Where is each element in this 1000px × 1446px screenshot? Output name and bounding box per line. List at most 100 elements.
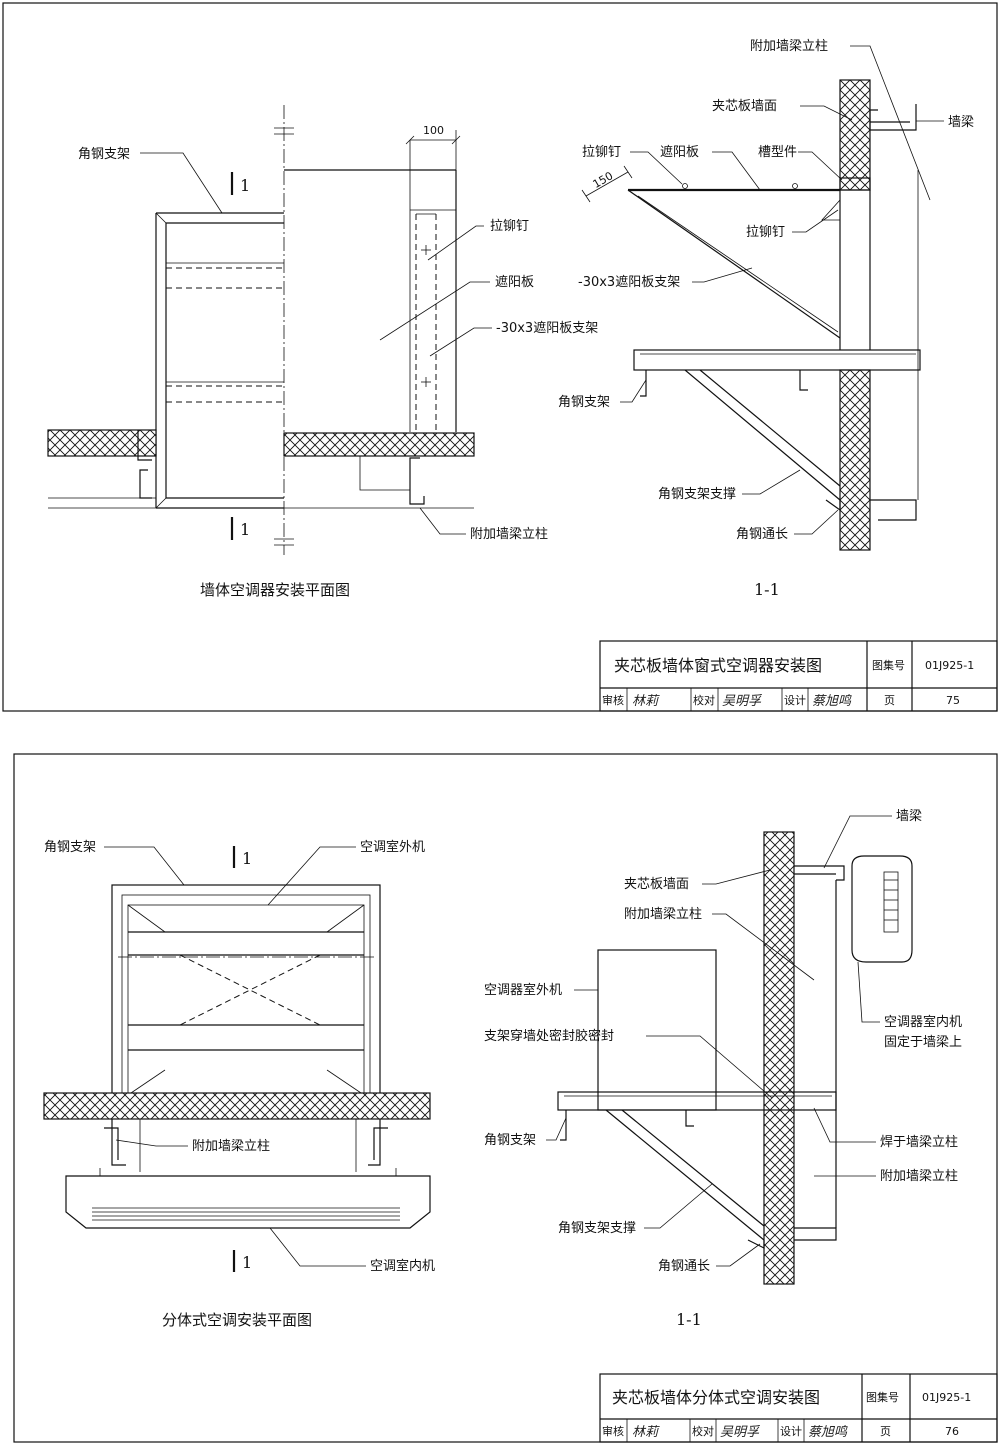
sheet-75-border xyxy=(2,2,998,712)
sheet-75: 1 1 xyxy=(2,2,998,712)
angle-bracket-lip xyxy=(799,370,808,391)
dimension-150: 150 xyxy=(581,165,633,203)
plan-view-76: 1 1 xyxy=(43,839,435,1329)
channel-column-right xyxy=(409,457,425,505)
label-welded: 焊于墙梁立柱 xyxy=(880,1134,958,1150)
angle-brace-2 xyxy=(699,369,841,487)
sheet-76-border xyxy=(13,753,998,1443)
design-sig-75: 蔡旭鸣 xyxy=(812,694,852,709)
label-angle-bracket: 角钢支架 xyxy=(78,147,130,162)
label-extra-column-a: 附加墙梁立柱 xyxy=(624,907,702,922)
leader-welded xyxy=(813,1107,876,1143)
review-sig-75: 林莉 xyxy=(632,694,660,709)
sheet-76: 1 1 xyxy=(13,753,998,1443)
caption-plan-75: 墙体空调器安装平面图 xyxy=(200,581,350,599)
review-label-76: 审核 xyxy=(602,1424,624,1438)
indoor-unit-plan xyxy=(65,1168,431,1229)
caption-section-75: 1-1 xyxy=(754,580,780,599)
label-angle-through: 角钢通长 xyxy=(736,527,788,542)
leader-outdoor-unit xyxy=(267,846,356,906)
angle-bracket-lip xyxy=(640,370,647,397)
label-rivet-b: 拉铆钉 xyxy=(746,225,785,240)
leader-angle-bracket xyxy=(546,1117,567,1141)
wall-panel-section xyxy=(763,831,795,1285)
wall-panel-right xyxy=(283,432,475,457)
channel-column-left-lower xyxy=(139,469,152,499)
label-angle-brace: 角钢支架支撑 xyxy=(658,487,736,502)
sunshade-board xyxy=(284,140,457,432)
leader-extra-column xyxy=(115,1139,188,1147)
leader-indoor-unit xyxy=(269,1227,366,1267)
sunshade-bracket xyxy=(627,189,841,339)
section-view-76: 墙梁 夹芯板墙面 附加墙梁立柱 空调器室外机 空调器室内机 固定于墙梁上 支架穿… xyxy=(484,809,962,1329)
dimension-100: 100 xyxy=(405,124,461,170)
label-wall-beam: 墙梁 xyxy=(948,115,974,130)
atlas-label-75: 图集号 xyxy=(872,658,905,672)
label-wall-panel: 夹芯板墙面 xyxy=(712,99,777,114)
leader-channel xyxy=(798,151,843,181)
leader-angle-bracket xyxy=(620,379,647,403)
design-label-75: 设计 xyxy=(784,694,806,707)
label-angle-bracket: 角钢支架 xyxy=(44,840,96,855)
angle-bracket-platform xyxy=(557,1091,837,1111)
leader-wall-panel xyxy=(702,869,771,885)
label-angle-bracket: 角钢支架 xyxy=(558,395,610,410)
leader-angle-bracket xyxy=(104,846,185,886)
check-sig-75: 吴明孚 xyxy=(722,694,763,709)
dim-150-label: 150 xyxy=(591,169,616,191)
leader-extra-column-a xyxy=(712,913,815,981)
section-mark-bottom-label: 1 xyxy=(240,520,250,539)
wall-beam-bottom xyxy=(794,1227,837,1241)
caption-section-76: 1-1 xyxy=(676,1310,702,1329)
leader-angle-brace xyxy=(742,469,801,495)
label-extra-column: 附加墙梁立柱 xyxy=(470,527,548,542)
label-extra-column: 附加墙梁立柱 xyxy=(192,1139,270,1154)
caption-plan-76: 分体式空调安装平面图 xyxy=(162,1311,312,1329)
plan-view-75: 1 1 xyxy=(47,105,598,599)
check-label-75: 校对 xyxy=(693,693,715,707)
angle-bracket-platform xyxy=(633,349,921,371)
label-indoor-unit: 空调室内机 xyxy=(370,1258,435,1274)
wall-panel-plan xyxy=(43,1092,431,1120)
bracket-cup xyxy=(359,456,410,491)
design-label-76: 设计 xyxy=(780,1425,802,1438)
review-label-75: 审核 xyxy=(602,693,624,707)
label-sunshade-bracket: -30x3遮阳板支架 xyxy=(578,274,680,290)
label-seal: 支架穿墙处密封胶密封 xyxy=(484,1028,614,1044)
label-angle-bracket: 角钢支架 xyxy=(484,1133,536,1148)
leader-rivet-b xyxy=(792,209,839,233)
wall-beam-top xyxy=(870,104,917,131)
check-sig-76: 吴明孚 xyxy=(720,1425,761,1440)
label-channel: 槽型件 xyxy=(758,145,797,160)
label-rivet: 拉铆钉 xyxy=(490,219,529,234)
label-indoor-unit-2: 固定于墙梁上 xyxy=(884,1035,962,1050)
label-angle-through: 角钢通长 xyxy=(658,1259,710,1274)
title-block-75: 夹芯板墙体窗式空调器安装图 图集号 01J925-1 审核 林莉 校对 吴明孚 … xyxy=(599,640,998,712)
label-outdoor-unit: 空调室外机 xyxy=(360,839,425,855)
page-no-75: 75 xyxy=(946,694,960,707)
label-indoor-unit-1: 空调器室内机 xyxy=(884,1014,962,1030)
label-extra-column: 附加墙梁立柱 xyxy=(750,39,828,54)
angle-bracket-frame xyxy=(155,212,284,509)
section-view-75: 150 附加墙梁立柱 夹芯板墙面 墙梁 拉铆钉 遮阳板 槽型件 拉铆钉 xyxy=(558,39,974,599)
label-sunshade-bracket: -30x3遮阳板支架 xyxy=(496,320,598,336)
wall-panel-lower xyxy=(839,369,871,551)
label-wall-beam: 墙梁 xyxy=(896,809,922,824)
dim-100-label: 100 xyxy=(423,124,444,137)
outdoor-unit-plan xyxy=(118,904,374,1096)
column-right xyxy=(368,1119,388,1166)
label-wall-panel: 夹芯板墙面 xyxy=(624,877,689,892)
wall-beam-top xyxy=(794,865,845,881)
leader-rivet xyxy=(427,225,484,261)
page-label-76: 页 xyxy=(880,1425,891,1438)
leader-extra-column xyxy=(419,507,466,535)
column-left xyxy=(104,1119,126,1166)
leader-angle-brace xyxy=(644,1183,713,1229)
outdoor-unit-section xyxy=(597,949,717,1111)
section-mark-bottom-label: 1 xyxy=(242,1253,252,1272)
page-label-75: 页 xyxy=(884,694,895,707)
channel-part xyxy=(839,177,871,191)
angle-bracket-frame xyxy=(111,884,381,1096)
leader-seal xyxy=(646,1035,773,1099)
atlas-label-76: 图集号 xyxy=(866,1390,899,1404)
